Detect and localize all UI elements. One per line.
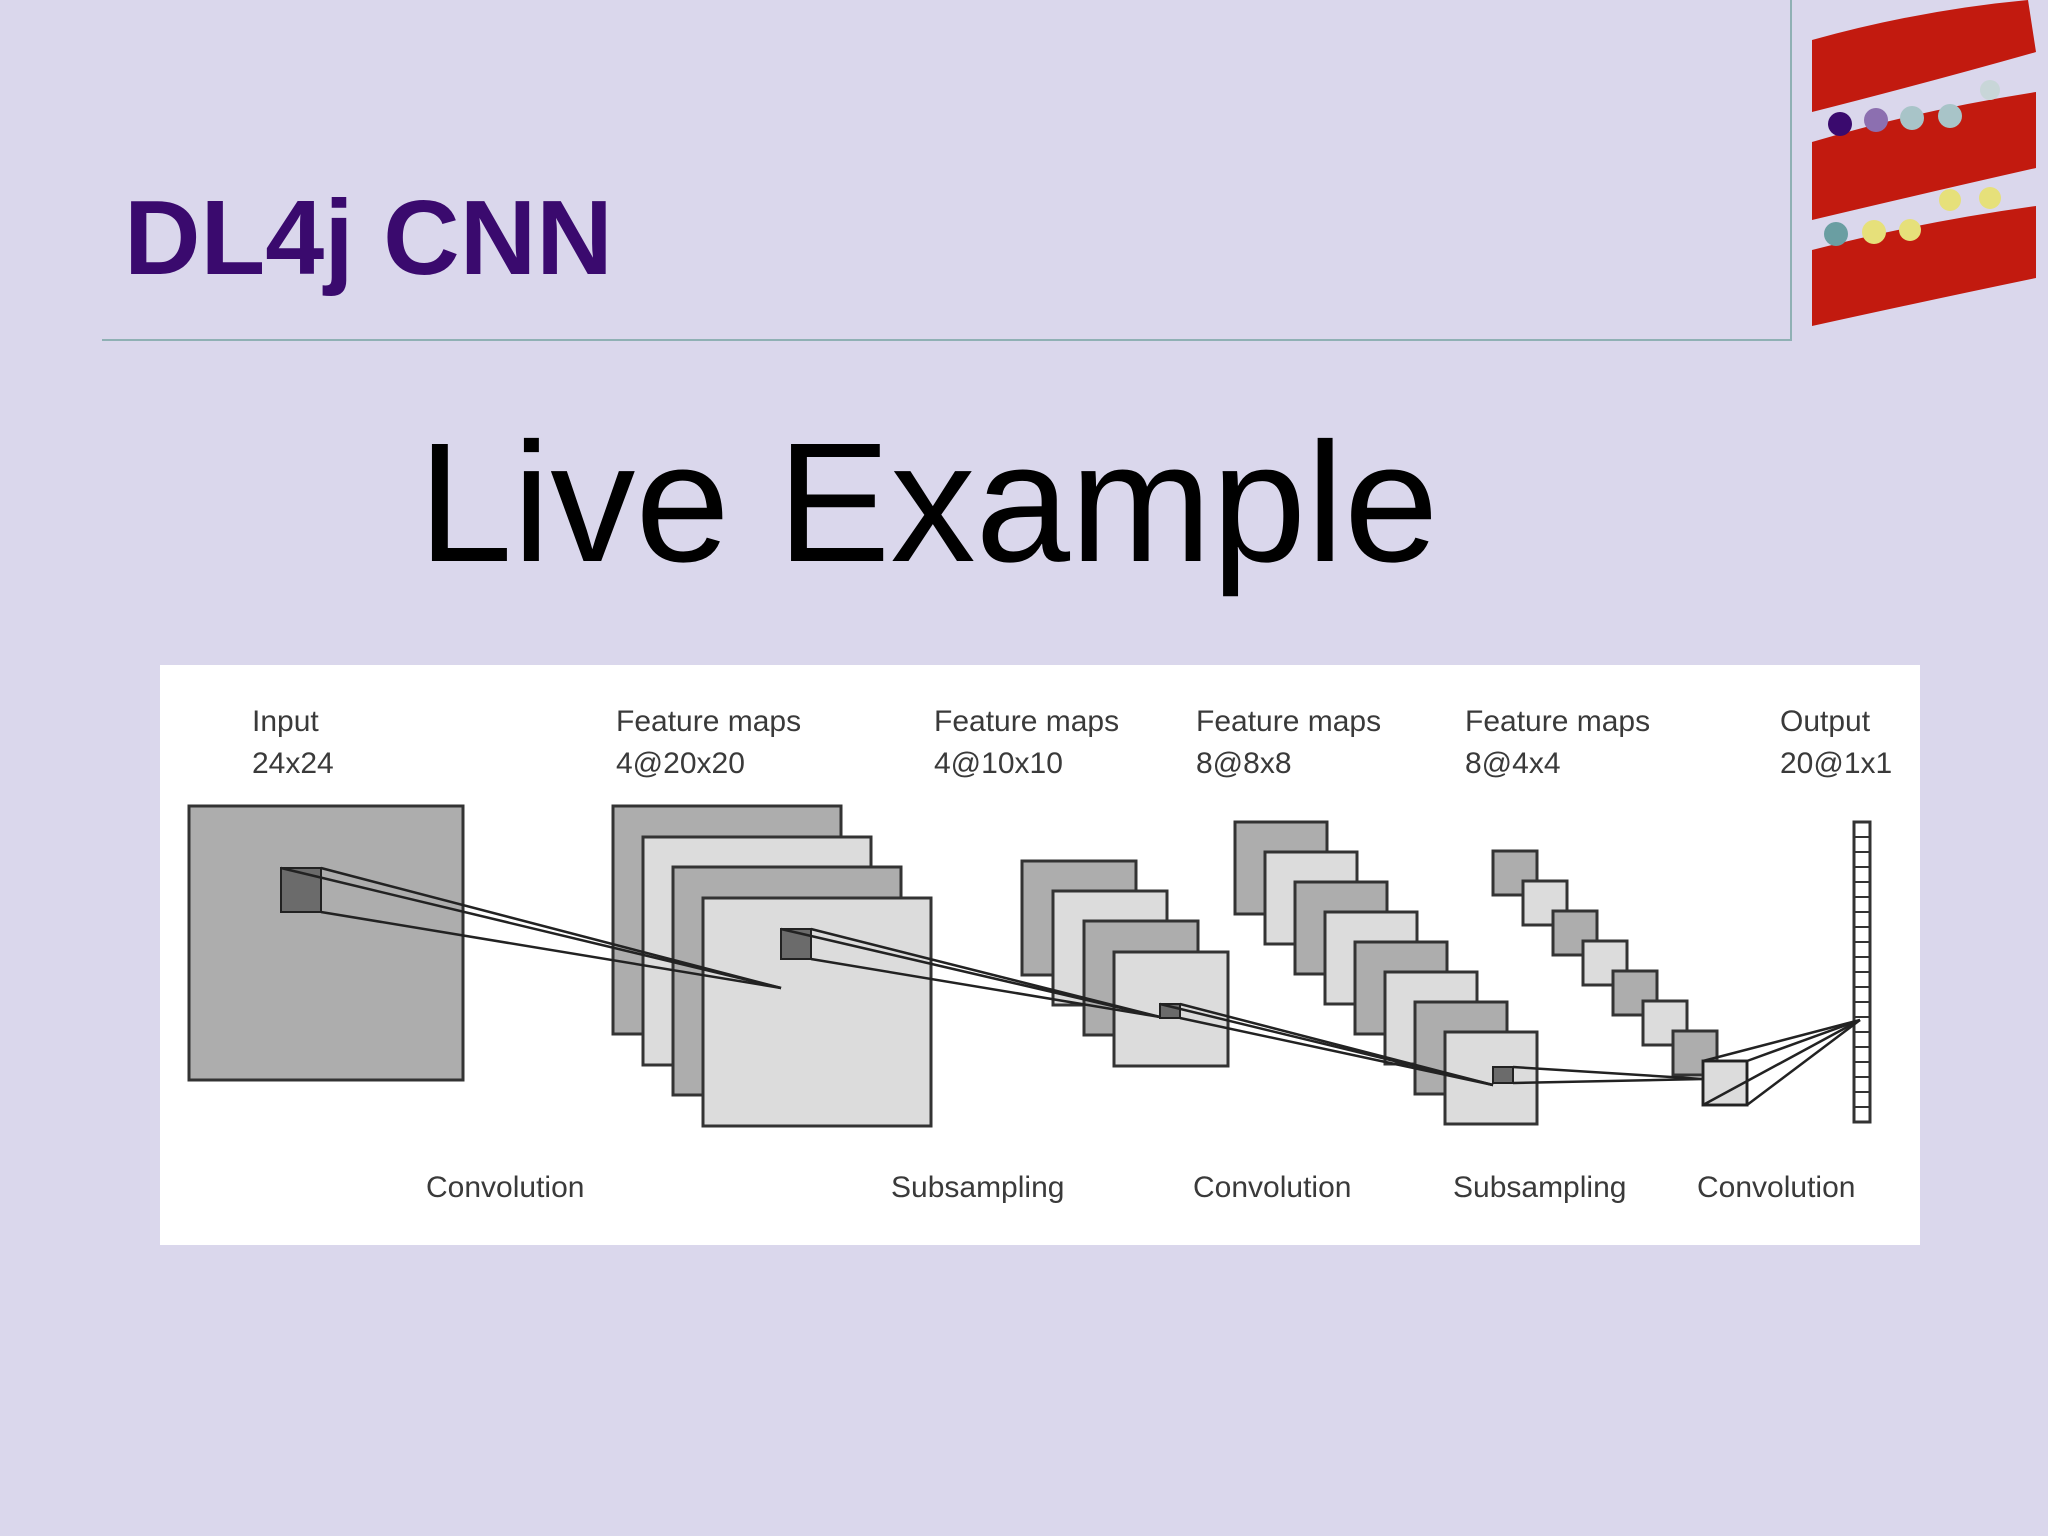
layer-label-fm2-dims: 4@10x10 bbox=[934, 747, 1063, 780]
logo-divider bbox=[1790, 0, 1792, 341]
layer-label-fm1-dims: 4@20x20 bbox=[616, 747, 745, 780]
layer-label-fm3-name: Feature maps bbox=[1196, 705, 1381, 738]
fm1-receptive-field bbox=[780, 928, 812, 960]
fm4-map-5 bbox=[1611, 969, 1659, 1017]
title-divider bbox=[102, 339, 1792, 341]
layer-label-fm4-dims: 8@4x4 bbox=[1465, 747, 1561, 780]
op-label-subsampling-2: Subsampling bbox=[1453, 1171, 1626, 1204]
layer-label-output-name: Output bbox=[1780, 705, 1871, 738]
slide-title: DL4j CNN bbox=[124, 179, 613, 297]
fm4-receptive-field bbox=[1702, 1060, 1748, 1106]
slide-subtitle: Live Example bbox=[418, 408, 1439, 598]
layer-label-output-dims: 20@1x1 bbox=[1780, 747, 1892, 780]
layer-label-fm1-name: Feature maps bbox=[616, 705, 801, 738]
fm3-receptive-field bbox=[1492, 1066, 1514, 1084]
layer-label-input-dims: 24x24 bbox=[252, 747, 334, 780]
fm4-map-8 bbox=[1701, 1059, 1749, 1107]
op-label-subsampling-1: Subsampling bbox=[891, 1171, 1064, 1204]
fm1-map-4 bbox=[701, 896, 933, 1128]
op-label-convolution-3: Convolution bbox=[1697, 1171, 1855, 1204]
projection-lines bbox=[280, 866, 1861, 1107]
layer-label-input-name: Input bbox=[252, 705, 319, 738]
input-receptive-field bbox=[280, 867, 322, 913]
layer-label-fm4-name: Feature maps bbox=[1465, 705, 1650, 738]
op-label-convolution-2: Convolution bbox=[1193, 1171, 1351, 1204]
input-map bbox=[187, 804, 465, 1082]
scala-logo-icon bbox=[1812, 0, 2036, 326]
output-units bbox=[1854, 836, 1870, 1108]
cnn-architecture-diagram: Input 24x24 Feature maps 4@20x20 Feature… bbox=[160, 665, 1920, 1245]
op-label-convolution-1: Convolution bbox=[426, 1171, 584, 1204]
layer-label-fm2-name: Feature maps bbox=[934, 705, 1119, 738]
layer-label-fm3-dims: 8@8x8 bbox=[1196, 747, 1292, 780]
